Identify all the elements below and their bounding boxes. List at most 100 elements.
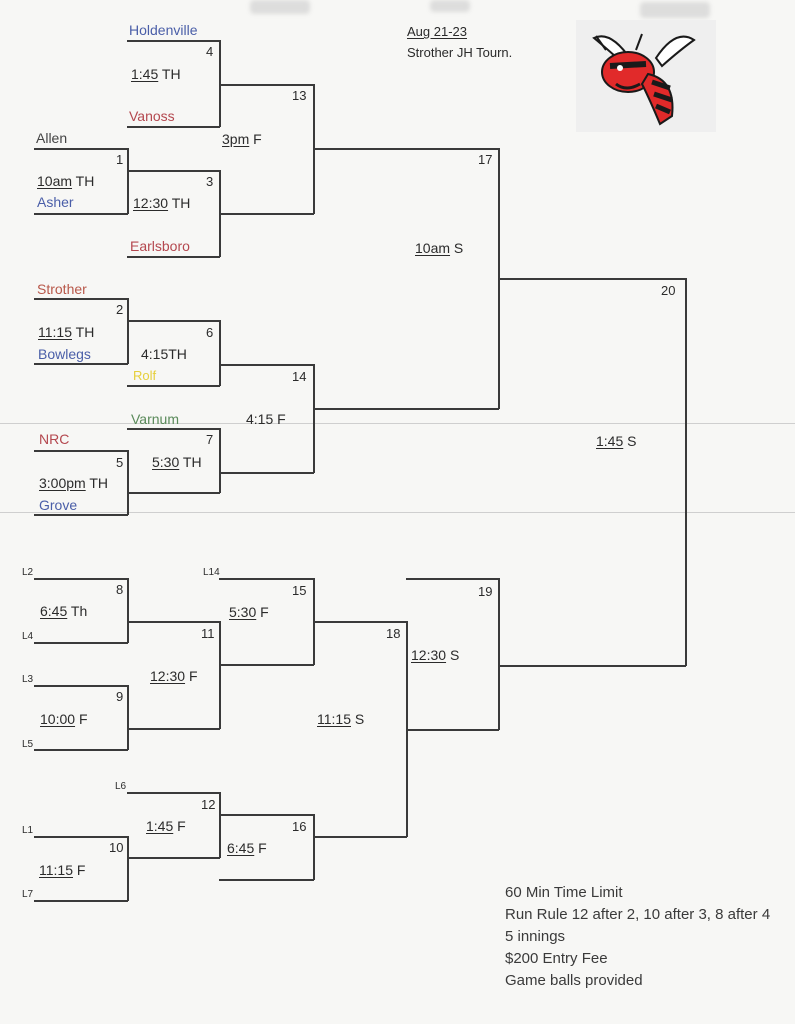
- bracket-line: [34, 514, 128, 516]
- hornet-mascot-icon: [576, 20, 716, 132]
- bracket-line: [34, 450, 128, 452]
- game-14-time: 4:15 F: [246, 411, 286, 427]
- bracket-line: [313, 814, 315, 880]
- team-asher: Asher: [37, 194, 74, 210]
- game-3-time: 12:30 TH: [133, 195, 191, 211]
- team-varnum: Varnum: [131, 411, 179, 427]
- fold-line: [0, 423, 795, 424]
- bracket-line: [127, 170, 220, 172]
- game-20-time: 1:45 S: [596, 433, 637, 449]
- bracket-line: [498, 278, 686, 280]
- team-grove: Grove: [39, 497, 78, 513]
- bracket-line: [127, 428, 220, 430]
- game-4-time: 1:45 TH: [131, 66, 181, 82]
- game-number: 3: [206, 174, 214, 189]
- game-5-time: 3:00pm TH: [39, 475, 109, 491]
- team-earlsboro: Earlsboro: [130, 238, 190, 254]
- game-number: 7: [206, 432, 214, 447]
- bracket-line: [406, 578, 499, 580]
- bracket-line: [219, 792, 221, 858]
- game-number: 14: [292, 369, 307, 384]
- bracket-line: [127, 492, 220, 494]
- loser-label: L5: [22, 739, 34, 750]
- bracket-line: [127, 40, 220, 42]
- game-number: 18: [386, 626, 401, 641]
- rule-time-limit: 60 Min Time Limit: [505, 884, 623, 901]
- game-number: 19: [478, 584, 493, 599]
- bracket-line: [127, 256, 220, 258]
- bracket-line: [34, 148, 128, 150]
- bracket-line: [34, 642, 128, 644]
- rule-innings: 5 innings: [505, 928, 566, 945]
- bracket-line: [219, 364, 314, 366]
- game-number: 2: [116, 302, 124, 317]
- game-9-time: 10:00 F: [40, 711, 88, 727]
- bracket-line: [313, 148, 499, 150]
- game-17-time: 10am S: [415, 240, 464, 256]
- game-number: 11: [201, 626, 215, 641]
- game-7-time: 5:30 TH: [152, 454, 202, 470]
- bracket-line: [219, 879, 314, 881]
- game-12-time: 1:45 F: [146, 818, 186, 834]
- bracket-line: [406, 729, 499, 731]
- bracket-line: [127, 685, 129, 750]
- bracket-line: [313, 836, 407, 838]
- rule-entry-fee: $200 Entry Fee: [505, 950, 608, 967]
- game-2-time: 11:15 TH: [38, 324, 95, 340]
- game-number: 9: [116, 689, 124, 704]
- bracket-line: [219, 814, 314, 816]
- bracket-line: [127, 450, 129, 515]
- bracket-line: [219, 84, 314, 86]
- bracket-line: [127, 857, 220, 859]
- game-number: 5: [116, 455, 124, 470]
- team-nrc: NRC: [39, 431, 70, 447]
- game-19-time: 12:30 S: [411, 647, 460, 663]
- bracket-line: [34, 836, 128, 838]
- bracket-line: [498, 578, 500, 730]
- game-number: 12: [201, 797, 216, 812]
- bracket-line: [219, 40, 221, 127]
- bracket-line: [313, 408, 499, 410]
- game-number: 4: [206, 44, 214, 59]
- bracket-line: [34, 578, 128, 580]
- bracket-line: [34, 363, 128, 365]
- bracket-line: [685, 278, 687, 666]
- bracket-line: [127, 792, 220, 794]
- bracket-line: [34, 298, 128, 300]
- tournament-dates: Aug 21-23: [407, 24, 467, 39]
- game-15-time: 5:30 F: [229, 604, 269, 620]
- bracket-line: [34, 213, 128, 215]
- bracket-line: [127, 578, 129, 643]
- game-number: 1: [116, 152, 124, 167]
- game-13-time: 3pm F: [222, 131, 262, 147]
- game-number: 8: [116, 582, 124, 597]
- loser-label: L6: [115, 781, 127, 792]
- bracket-line: [498, 665, 686, 667]
- bracket-line: [127, 320, 220, 322]
- tournament-title: Strother JH Tourn.: [407, 45, 513, 60]
- bracket-line: [34, 749, 128, 751]
- bracket-line: [219, 213, 314, 215]
- game-number: 6: [206, 325, 214, 340]
- loser-label: L7: [22, 889, 34, 900]
- bracket-line: [219, 320, 221, 386]
- game-number: 10: [109, 840, 124, 855]
- bracket-line: [34, 685, 128, 687]
- game-18-time: 11:15 S: [317, 711, 365, 727]
- bracket-line: [127, 621, 220, 623]
- game-number: 16: [292, 819, 307, 834]
- bracket-line: [219, 170, 221, 257]
- team-bowlegs: Bowlegs: [38, 346, 91, 362]
- fold-line: [0, 512, 795, 513]
- bracket-line: [127, 836, 129, 901]
- bracket-line: [34, 900, 128, 902]
- bracket-line: [127, 298, 129, 364]
- bracket-line: [219, 664, 314, 666]
- game-number: 13: [292, 88, 307, 103]
- team-rolf: Rolf: [133, 368, 157, 383]
- game-1-time: 10am TH: [37, 173, 95, 189]
- scan-smudge: [640, 2, 710, 18]
- loser-label: L14: [203, 567, 220, 578]
- bracket-line: [127, 148, 129, 214]
